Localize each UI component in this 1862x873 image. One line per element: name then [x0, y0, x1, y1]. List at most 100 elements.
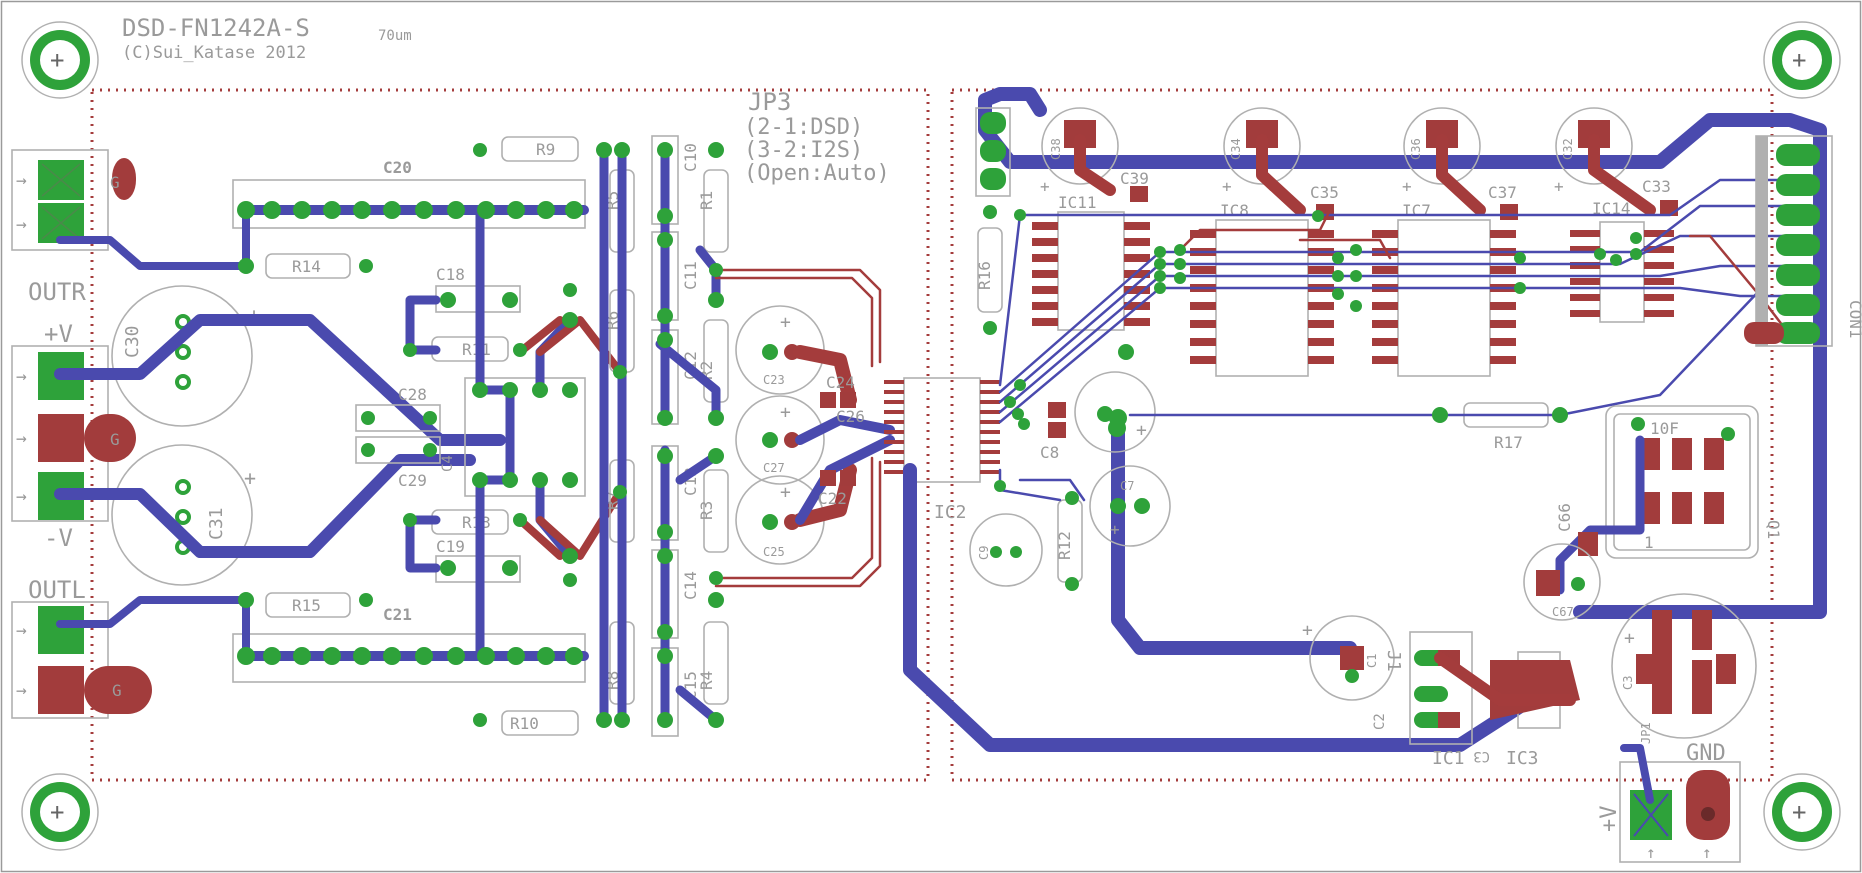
mounting-hole-top-left: +: [21, 21, 99, 99]
mounting-hole-top-right: +: [1763, 21, 1841, 99]
svg-text:R4: R4: [697, 671, 716, 690]
jumper-line-3: (Open:Auto): [744, 161, 890, 186]
capacitor-c7: C7 +: [1089, 465, 1171, 547]
mounting-hole-bottom-left: +: [21, 773, 99, 851]
capacitor-c30: + C30: [111, 285, 260, 427]
svg-text:+: +: [780, 482, 791, 503]
svg-text:C11: C11: [681, 261, 700, 290]
capacitor-c3-large: + C3: [1611, 593, 1757, 739]
svg-text:C36: C36: [1409, 138, 1423, 160]
analog-section-boundary: [90, 88, 930, 782]
svg-text:R17: R17: [1494, 433, 1523, 452]
label-minus-v-left: -V: [44, 524, 73, 552]
connector-outr: →→ G: [11, 149, 136, 251]
svg-text:C32: C32: [1561, 138, 1575, 160]
capacitor-c27: C27 +: [735, 395, 825, 485]
svg-text:C2: C2: [1372, 713, 1388, 730]
svg-text:↑: ↑: [1702, 843, 1712, 862]
opamp-socket: [464, 377, 586, 497]
jumper-line-2: (3-2:I2S): [744, 138, 863, 163]
svg-text:R10: R10: [510, 714, 539, 733]
svg-text:C7: C7: [1120, 479, 1134, 493]
label-plus-v-left: +V: [44, 320, 73, 348]
svg-text:↑: ↑: [1646, 843, 1656, 862]
label-c22: C22: [818, 489, 847, 508]
label-outr: OUTR: [28, 278, 86, 306]
resistor-r3: R3: [697, 469, 729, 553]
svg-text:+: +: [1222, 177, 1232, 196]
svg-text:+: +: [780, 402, 791, 423]
svg-text:+: +: [50, 798, 64, 826]
resistor-r13: R13: [431, 509, 509, 535]
svg-text:+: +: [1792, 798, 1806, 826]
svg-text:G: G: [112, 681, 122, 700]
svg-text:R1: R1: [697, 191, 716, 210]
connector-con1: CON1: [1744, 135, 1862, 347]
board-thickness: 70um: [378, 28, 412, 44]
label-c35: C35: [1310, 183, 1339, 202]
resistor-r9: R9: [501, 136, 579, 162]
svg-text:→: →: [16, 620, 27, 641]
svg-text:+: +: [244, 466, 256, 490]
capacitor-c20: C20: [232, 158, 586, 229]
svg-text:+: +: [1792, 46, 1806, 74]
label-c3-rotated: C3: [1473, 748, 1490, 764]
label-c39: C39: [1120, 169, 1149, 188]
jumper-line-1: (2-1:DSD): [744, 115, 863, 140]
board-title: DSD-FN1242A-S: [122, 14, 310, 42]
svg-text:+: +: [1624, 628, 1635, 649]
svg-text:IC3: IC3: [1506, 748, 1539, 769]
svg-text:+: +: [50, 46, 64, 74]
svg-text:+: +: [1554, 177, 1564, 196]
svg-text:G: G: [110, 173, 120, 192]
label-gnd: GND: [1686, 741, 1726, 766]
resistor-r12: R12: [1055, 499, 1083, 583]
svg-text:C20: C20: [383, 158, 412, 177]
svg-text:JP1: JP1: [1639, 722, 1653, 744]
label-c37: C37: [1488, 183, 1517, 202]
svg-text:C14: C14: [681, 571, 700, 600]
svg-text:C66: C66: [1555, 503, 1574, 532]
ic-ic11: IC11: [1032, 193, 1150, 331]
svg-text:+: +: [780, 312, 791, 333]
svg-text:+: +: [1302, 620, 1313, 641]
connector-outl: → → G: [11, 601, 152, 719]
mounting-hole-bottom-right: +: [1763, 773, 1841, 851]
label-ic1: IC1: [1432, 748, 1465, 769]
svg-text:+: +: [1136, 420, 1147, 441]
resistor-r17: R17: [1463, 402, 1549, 452]
svg-text:C31: C31: [206, 507, 227, 540]
label-plus-v-bottom: +V: [1597, 806, 1622, 833]
svg-text:→: →: [16, 428, 27, 449]
ic-ic14: IC14: [1570, 199, 1674, 323]
svg-text:→: →: [16, 214, 27, 235]
jumper-jp3: [975, 107, 1011, 197]
regulator-ic3: IC3: [1490, 651, 1580, 769]
resistor-r1: R1: [697, 169, 729, 253]
svg-text:10F: 10F: [1650, 419, 1679, 438]
digital-section-boundary: [950, 88, 1774, 782]
capacitor-c28: C28: [355, 385, 441, 432]
svg-text:→: →: [16, 680, 27, 701]
svg-text:C19: C19: [436, 537, 465, 556]
label-c26: C26: [836, 407, 865, 426]
via-pads: [237, 142, 1642, 728]
svg-text:IC14: IC14: [1592, 199, 1631, 218]
svg-text:R14: R14: [292, 257, 321, 276]
svg-text:IC11: IC11: [1058, 193, 1097, 212]
svg-text:C21: C21: [383, 605, 412, 624]
connector-power: →→→ G: [11, 345, 136, 522]
svg-text:R15: R15: [292, 596, 321, 615]
resistor-r16: R16: [975, 227, 1003, 313]
regulator-j1: J1 C2: [1372, 631, 1473, 745]
capacitor-c31: + C31: [111, 444, 256, 586]
svg-text:C34: C34: [1229, 138, 1243, 160]
svg-text:C27: C27: [763, 461, 785, 475]
svg-text:J1: J1: [1383, 650, 1404, 672]
svg-text:IC2: IC2: [934, 502, 967, 523]
svg-text:C3: C3: [1621, 676, 1635, 690]
jumper-name: JP3: [748, 88, 791, 116]
svg-text:G: G: [110, 430, 120, 449]
capacitor-c9: C9: [969, 513, 1043, 587]
capacitor-c67: C67: [1523, 543, 1601, 621]
